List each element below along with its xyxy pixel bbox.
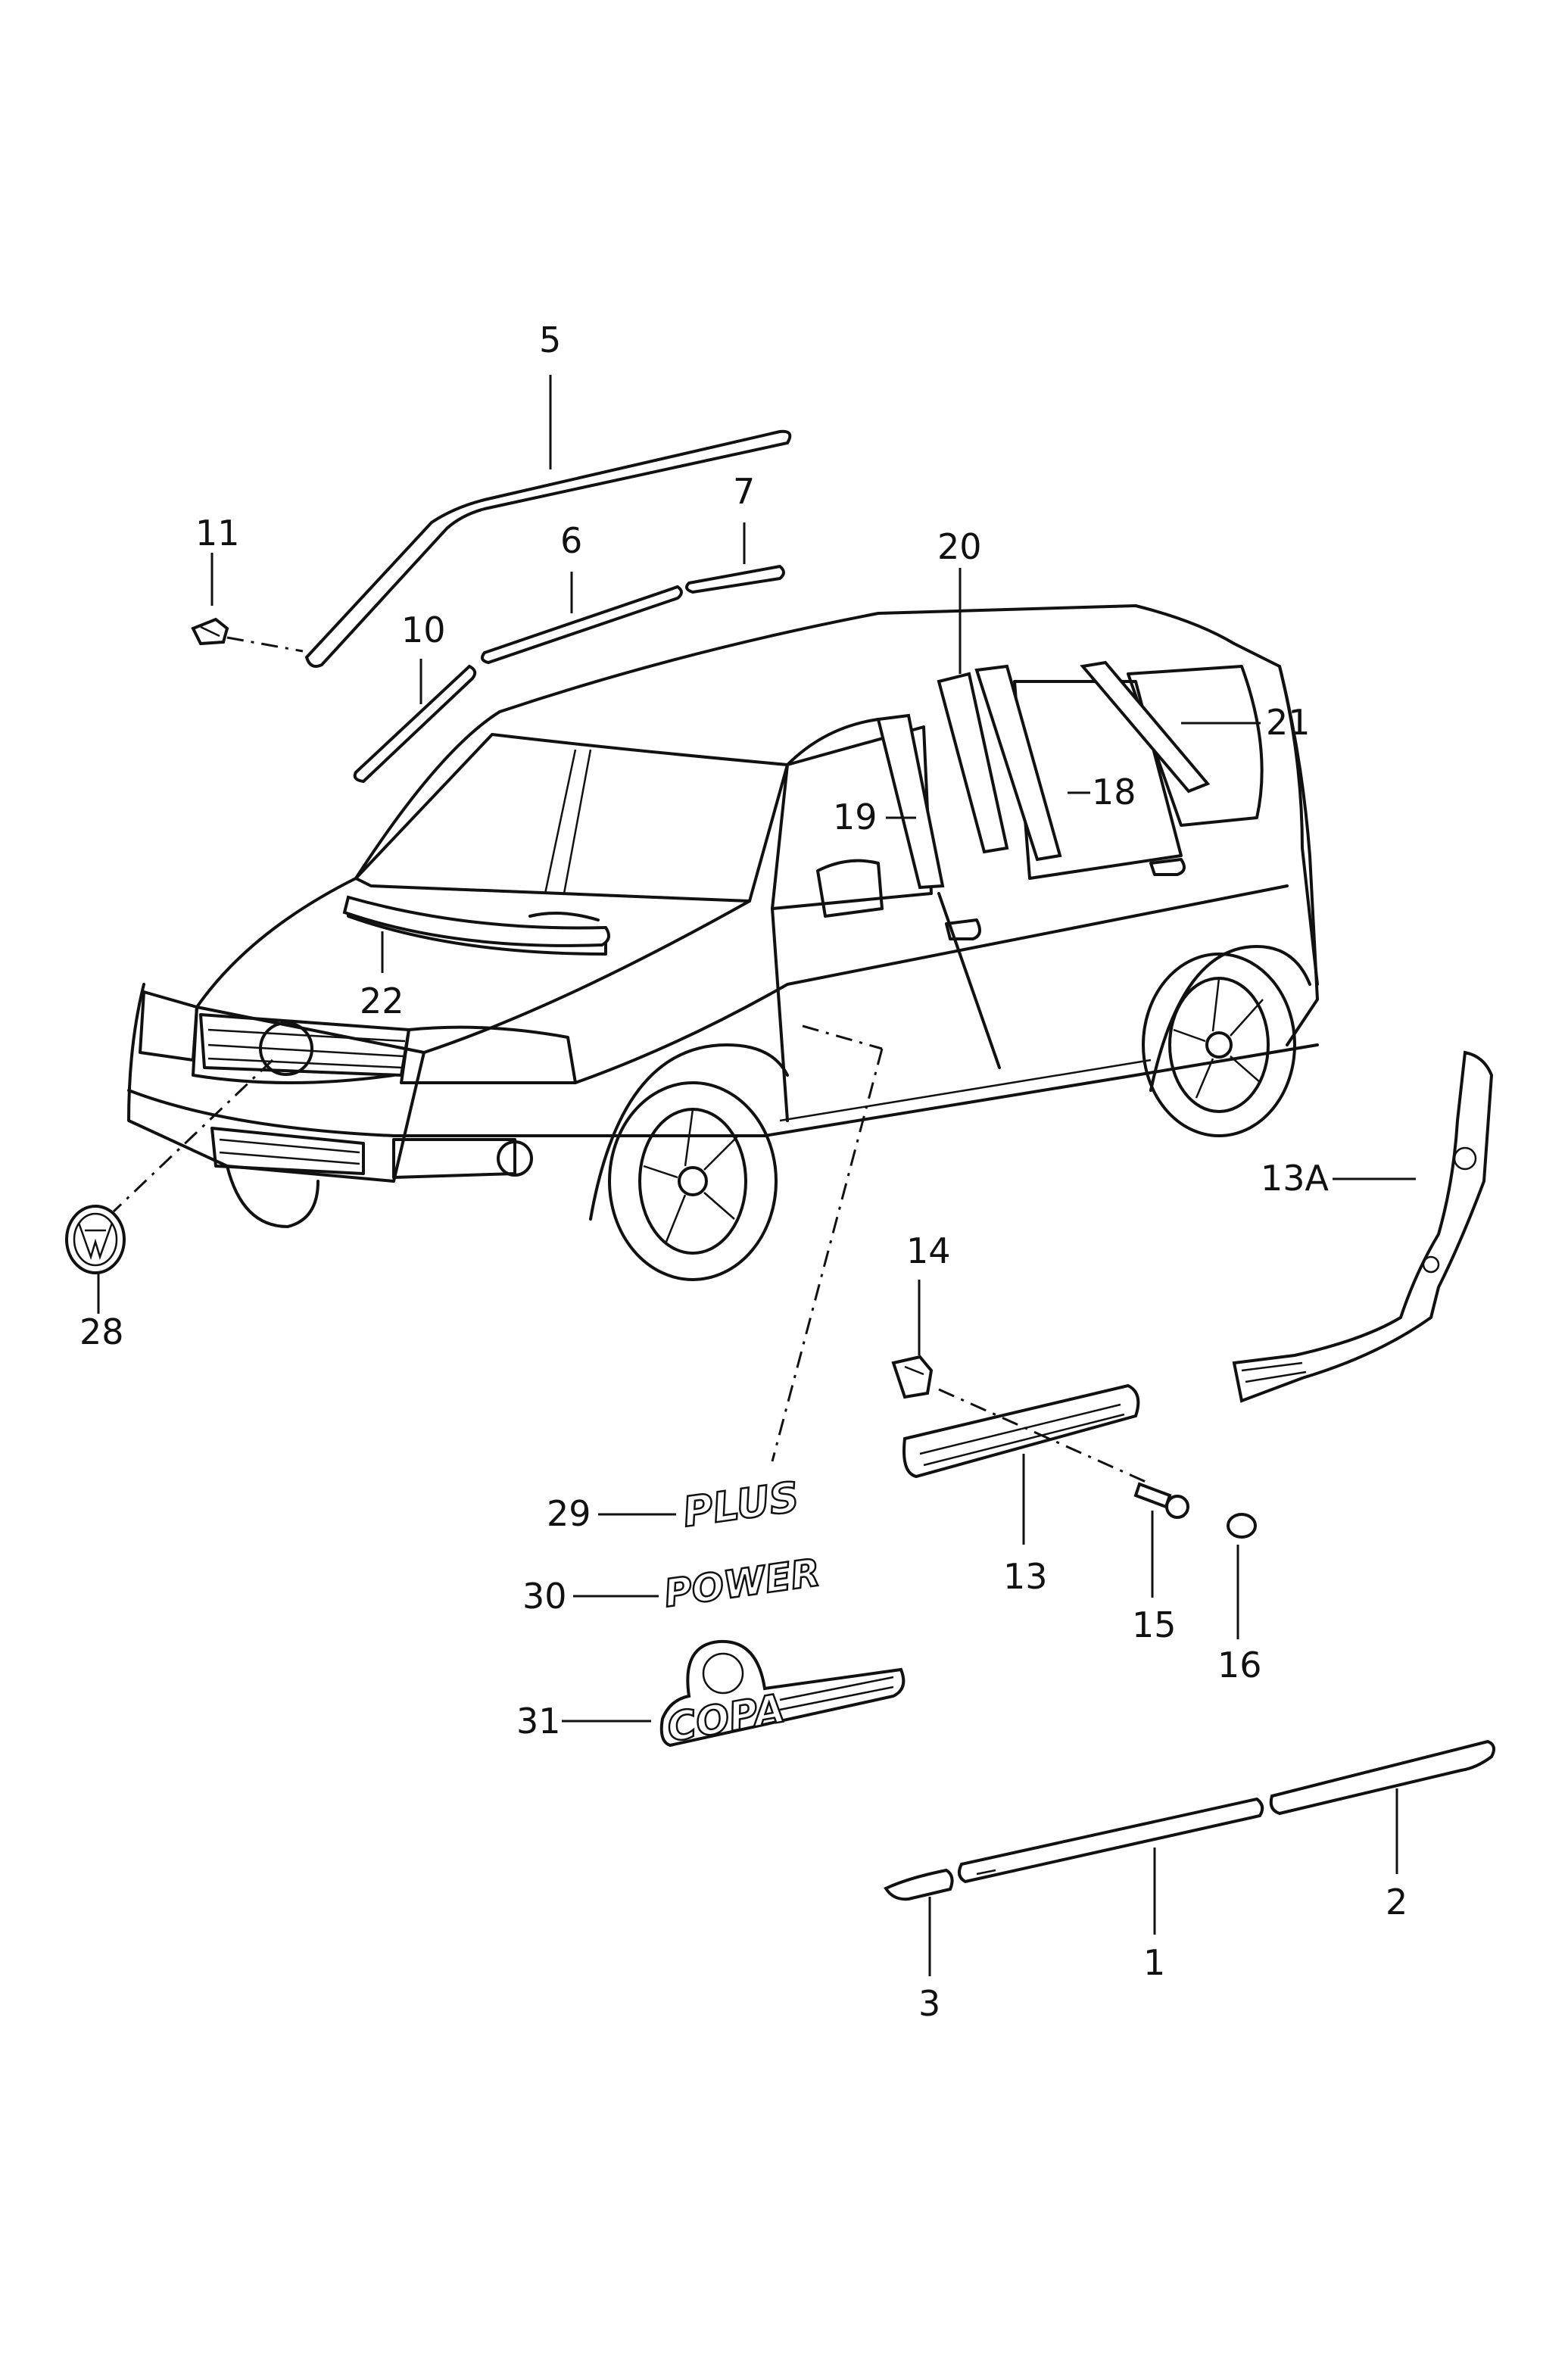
callout-30: 30 — [522, 1576, 567, 1617]
callout-10: 10 — [401, 610, 446, 650]
leader-lines — [97, 375, 1416, 1976]
pillar-trim-part-18 — [974, 664, 1062, 862]
callout-11: 11 — [195, 513, 240, 553]
callout-14: 14 — [906, 1230, 951, 1271]
callout-5: 5 — [539, 320, 561, 360]
roof-moulding-part-5 — [304, 429, 792, 668]
plus-emblem: PLUS — [679, 1472, 803, 1537]
clip-icon — [891, 1355, 934, 1399]
plus-emblem-text: PLUS — [680, 1473, 802, 1536]
callout-3: 3 — [918, 1983, 940, 2024]
callout-15: 15 — [1132, 1604, 1177, 1645]
callout-21: 21 — [1266, 702, 1311, 743]
callout-6: 6 — [560, 520, 582, 561]
door-moulding-part-6 — [480, 585, 683, 665]
clip-icon — [191, 617, 229, 646]
screw-icon — [1133, 1482, 1189, 1519]
callout-31: 31 — [516, 1701, 561, 1742]
callout-1: 1 — [1143, 1942, 1165, 1983]
vw-logo-icon — [65, 1205, 126, 1274]
pillar-trim-part-20 — [937, 672, 1009, 854]
copa-emblem-text: COPA — [664, 1686, 788, 1751]
callout-22: 22 — [360, 981, 404, 1021]
side-moulding-part-1 — [957, 1797, 1264, 1884]
door-moulding-part-7 — [684, 564, 785, 594]
callout-19: 19 — [833, 797, 878, 837]
callout-18: 18 — [1092, 772, 1136, 812]
side-moulding-part-2 — [1269, 1739, 1496, 1816]
hood-trim-part-22 — [342, 895, 610, 947]
pillar-trim-part-21 — [1080, 660, 1211, 794]
callout-29: 29 — [547, 1493, 591, 1534]
callout-13a: 13A — [1261, 1158, 1330, 1199]
sill-trim-part-13a — [1232, 1050, 1494, 1403]
callout-13: 13 — [1003, 1556, 1048, 1597]
callout-7: 7 — [733, 471, 755, 512]
callout-2: 2 — [1386, 1882, 1407, 1922]
side-moulding-part-3 — [884, 1868, 954, 1901]
pillar-trim-part-19 — [876, 713, 945, 890]
callout-20: 20 — [937, 526, 982, 567]
callout-28: 28 — [79, 1311, 124, 1352]
callout-16: 16 — [1217, 1645, 1262, 1685]
power-emblem-text: POWER — [662, 1551, 823, 1616]
copa-emblem: COPA — [659, 1639, 906, 1752]
power-emblem: POWER — [660, 1549, 824, 1617]
cap-icon — [1227, 1513, 1257, 1539]
sill-plate-part-13 — [902, 1383, 1140, 1479]
pillar-moulding-part-10 — [353, 664, 477, 784]
